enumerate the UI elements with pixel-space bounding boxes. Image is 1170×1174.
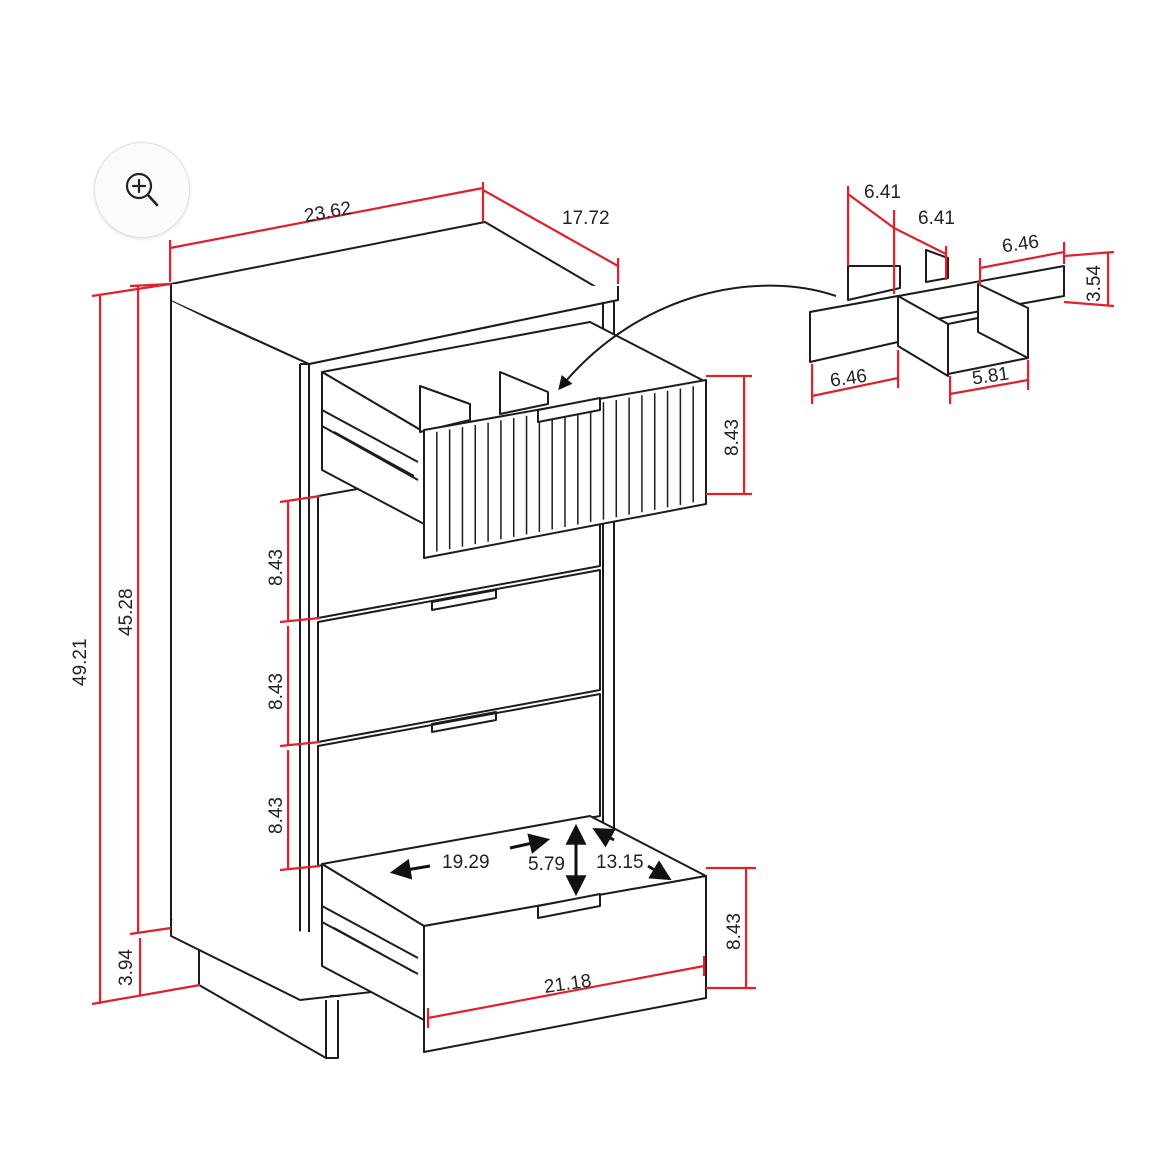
arrow-inner-depth-up — [592, 827, 616, 848]
bottom-drawer-handle — [537, 893, 601, 919]
dresser-front-frame — [300, 363, 310, 991]
arrow-inner-width-right — [509, 833, 551, 854]
dresser-drawing — [170, 221, 707, 1059]
dim-drawer-3 — [279, 626, 321, 748]
label-bottom-drawer: 8.43 — [724, 913, 745, 950]
dim-div-top-a — [846, 186, 896, 294]
top-drawer-rail — [321, 409, 419, 481]
bottom-drawer-rail — [321, 905, 419, 975]
inner-dimension-arrows — [389, 823, 672, 897]
label-drawer-2: 8.43 — [266, 549, 287, 586]
label-div-top-right: 6.46 — [1001, 231, 1041, 257]
label-div-top-b: 6.41 — [918, 208, 955, 229]
dim-div-top-b — [893, 227, 948, 280]
divider-inset-drawing — [809, 249, 1065, 377]
label-div-top-a: 6.41 — [864, 182, 901, 203]
label-leg-height: 3.94 — [116, 949, 137, 986]
dim-top-depth — [482, 189, 620, 284]
divider-cross — [897, 295, 949, 377]
label-div-bottom-left: 6.46 — [829, 366, 869, 392]
dim-bottom-drawer — [706, 866, 756, 990]
arrow-inner-depth-down — [647, 860, 672, 881]
dim-top-width — [168, 182, 485, 282]
bottom-drawer-front — [423, 875, 707, 1053]
dim-div-top-right — [978, 242, 1066, 286]
dim-top-drawer — [706, 374, 752, 496]
divider-front-left — [809, 295, 899, 363]
label-drawer-3: 8.43 — [266, 673, 287, 710]
dresser-left-side — [170, 301, 301, 991]
drawer-4-front — [317, 693, 601, 867]
drawer-3-handle — [431, 711, 497, 733]
dim-drawer-2 — [279, 494, 321, 624]
label-inner-width: 19.29 — [442, 852, 490, 873]
label-inner-depth: 13.15 — [596, 852, 644, 873]
label-drawer-4: 8.43 — [266, 797, 287, 834]
top-drawer-flutes — [436, 386, 694, 552]
dimension-labels: 23.62 17.72 49.21 45.28 3.94 8.43 8.43 8… — [70, 182, 1105, 998]
label-body-height: 45.28 — [116, 588, 137, 636]
top-drawer-divider-b — [499, 371, 549, 415]
label-top-depth: 17.72 — [562, 208, 610, 229]
dim-div-bottom-left — [810, 350, 900, 404]
dim-front-width — [426, 956, 706, 1028]
label-div-bottom-right: 5.81 — [971, 363, 1011, 389]
label-top-width: 23.62 — [303, 198, 353, 227]
drawer-2-handle — [431, 589, 497, 611]
arrow-inner-width-left — [389, 858, 431, 880]
label-inner-height: 5.79 — [528, 854, 565, 875]
top-drawer-handle — [537, 397, 601, 423]
zoom-in-icon — [125, 172, 159, 207]
divider-back-right — [925, 249, 949, 283]
dim-drawer-4 — [279, 750, 321, 872]
dim-total-height — [91, 282, 201, 1006]
inset-pointer-arrow — [558, 284, 837, 391]
dim-div-height — [1063, 250, 1115, 308]
dim-div-bottom-right — [948, 360, 1030, 404]
label-top-drawer: 8.43 — [722, 419, 743, 456]
dim-body-height — [129, 282, 172, 936]
divider-back-left — [847, 265, 901, 301]
dimension-lines — [91, 182, 1115, 1028]
divider-cross-right — [977, 283, 1029, 359]
top-drawer-divider-a — [419, 385, 471, 433]
dresser-base-legs — [198, 950, 340, 1059]
label-total-height: 49.21 — [70, 638, 91, 686]
zoom-button[interactable] — [94, 142, 190, 238]
drawer-3-front — [317, 569, 601, 743]
label-div-height: 3.54 — [1084, 265, 1105, 302]
